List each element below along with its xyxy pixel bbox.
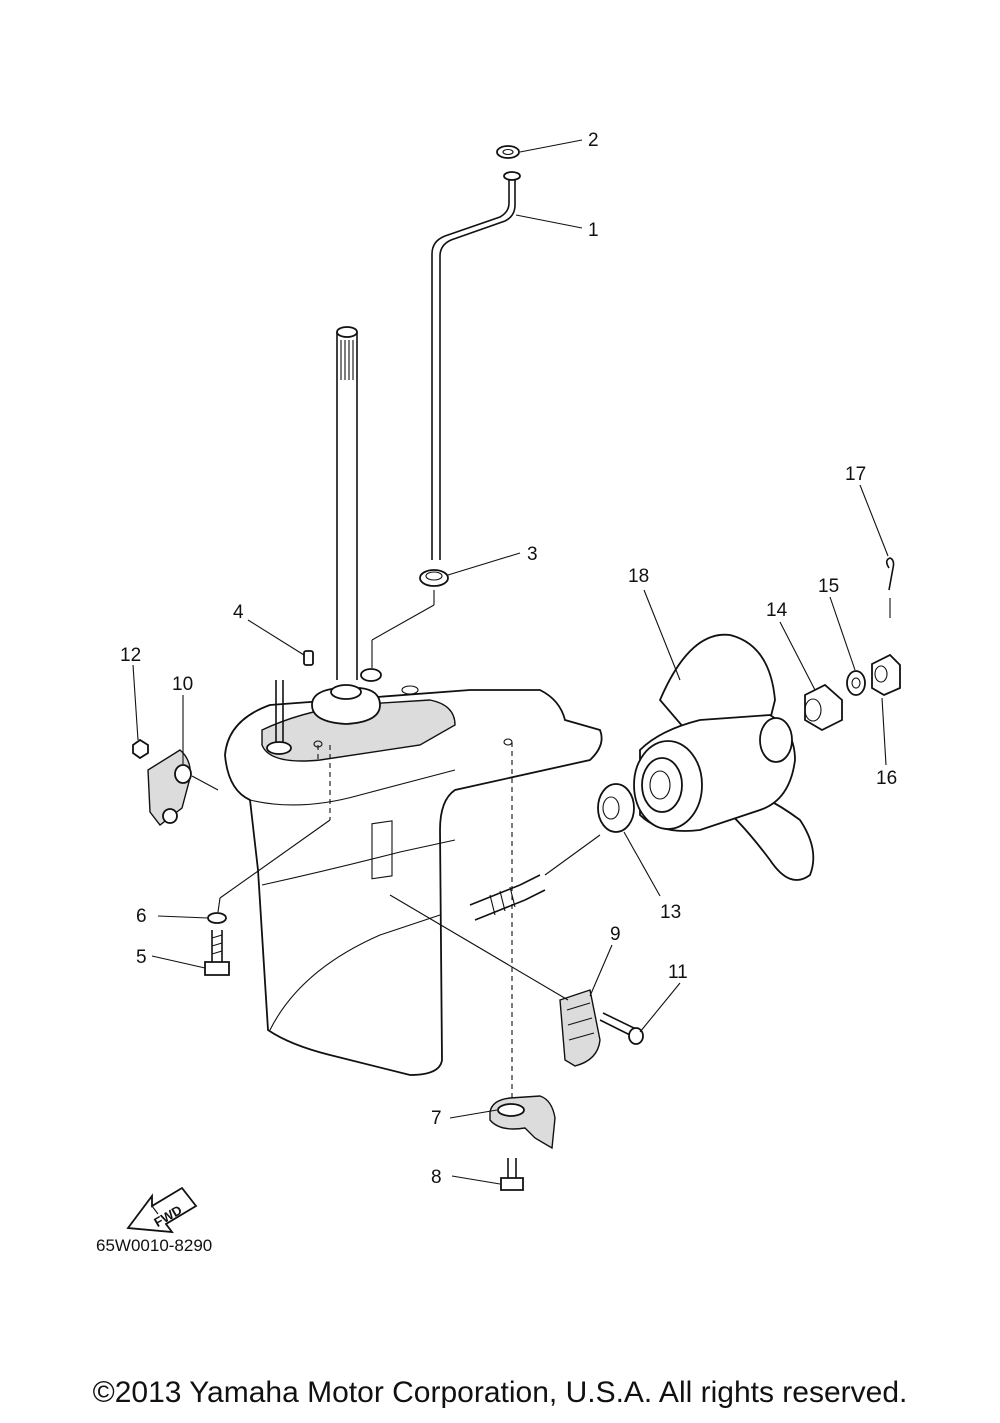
lower-casing[interactable] — [224, 668, 603, 1076]
copyright-notice: ©2013 Yamaha Motor Corporation, U.S.A. A… — [92, 1376, 908, 1409]
callout-18: 18 — [628, 566, 649, 587]
spacer-14[interactable] — [804, 683, 843, 732]
grommet-2[interactable] — [496, 145, 520, 159]
callout-12: 12 — [120, 645, 141, 666]
callout-10: 10 — [172, 674, 193, 695]
drawing-code: 65W0010-8290 — [96, 1236, 212, 1255]
callout-14: 14 — [766, 600, 788, 621]
callout-6: 6 — [136, 906, 147, 927]
callout-11: 11 — [668, 962, 688, 983]
cotter-pin-17[interactable] — [885, 557, 895, 591]
callout-3: 3 — [527, 544, 538, 565]
nut-16[interactable] — [871, 653, 901, 697]
dowel-pin-4[interactable] — [303, 650, 314, 666]
anode-10[interactable] — [147, 749, 192, 826]
callout-5: 5 — [136, 947, 147, 968]
screw-11[interactable] — [599, 1012, 644, 1045]
leader-lines — [132, 139, 889, 1185]
bolt-8[interactable] — [500, 1158, 524, 1191]
callout-4: 4 — [233, 602, 244, 623]
callout-2: 2 — [588, 130, 599, 151]
thrust-washer-13[interactable] — [597, 783, 635, 833]
callout-9: 9 — [610, 924, 621, 945]
callout-numbers: 1 2 3 4 5 6 7 8 9 10 11 12 13 14 15 16 1… — [120, 130, 897, 1188]
drive-shaft[interactable] — [336, 326, 358, 680]
callout-15: 15 — [818, 576, 839, 597]
washer-15[interactable] — [846, 670, 866, 696]
anode-9[interactable] — [559, 989, 601, 1067]
propeller-18[interactable] — [633, 633, 815, 881]
callout-13: 13 — [660, 902, 681, 923]
callout-8: 8 — [431, 1167, 442, 1188]
callout-7: 7 — [431, 1108, 442, 1129]
water-tube[interactable] — [431, 171, 521, 560]
assembly-lines — [191, 590, 891, 1098]
seal-3[interactable] — [419, 569, 449, 587]
fwd-arrow-icon: FWD — [126, 1186, 198, 1234]
callout-16: 16 — [876, 768, 897, 789]
nut-12[interactable] — [132, 738, 149, 760]
callout-1: 1 — [588, 220, 599, 241]
cap-7[interactable] — [489, 1095, 556, 1150]
bolt-5[interactable] — [204, 930, 230, 976]
callout-17: 17 — [845, 464, 866, 485]
washer-6[interactable] — [207, 912, 227, 924]
